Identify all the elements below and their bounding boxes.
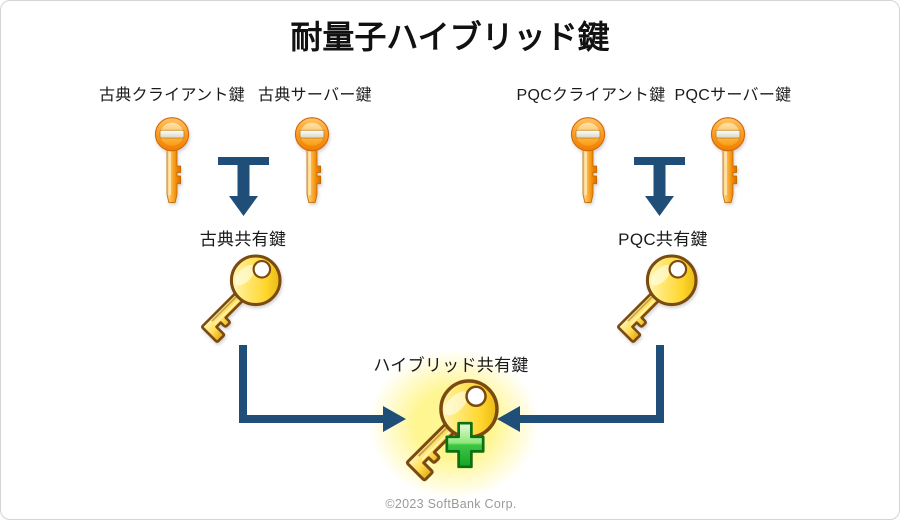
pqc-client-key-icon [570,117,606,203]
copyright-text: ©2023 SoftBank Corp. [385,497,517,511]
pqc-shared-key-label: PQC共有鍵 [618,230,708,249]
classic-client-key-label: 古典クライアント鍵 [98,87,246,104]
pqc-to-hybrid-arrow-icon [497,345,664,432]
pqc-client-key-label: PQCクライアント鍵 [516,87,666,104]
pqc-merge-arrow-icon [634,157,685,216]
classic-shared-key-label: 古典共有鍵 [199,230,287,249]
pqc-server-key-label: PQCサーバー鍵 [674,87,792,104]
hybrid-shared-key-label: ハイブリッド共有鍵 [373,356,529,375]
pqc-server-key-icon [710,117,746,203]
diagram-title: 耐量子ハイブリッド鍵 [290,19,610,55]
classic-shared-key-icon [189,244,292,347]
pqc-shared-key-icon [605,244,708,347]
classic-merge-arrow-icon [218,157,269,216]
classic-server-key-icon [294,117,330,203]
classic-server-key-label: 古典サーバー鍵 [258,87,372,104]
classic-client-key-icon [154,117,190,203]
classic-to-hybrid-arrow-icon [239,345,406,432]
plus-icon [445,421,485,469]
